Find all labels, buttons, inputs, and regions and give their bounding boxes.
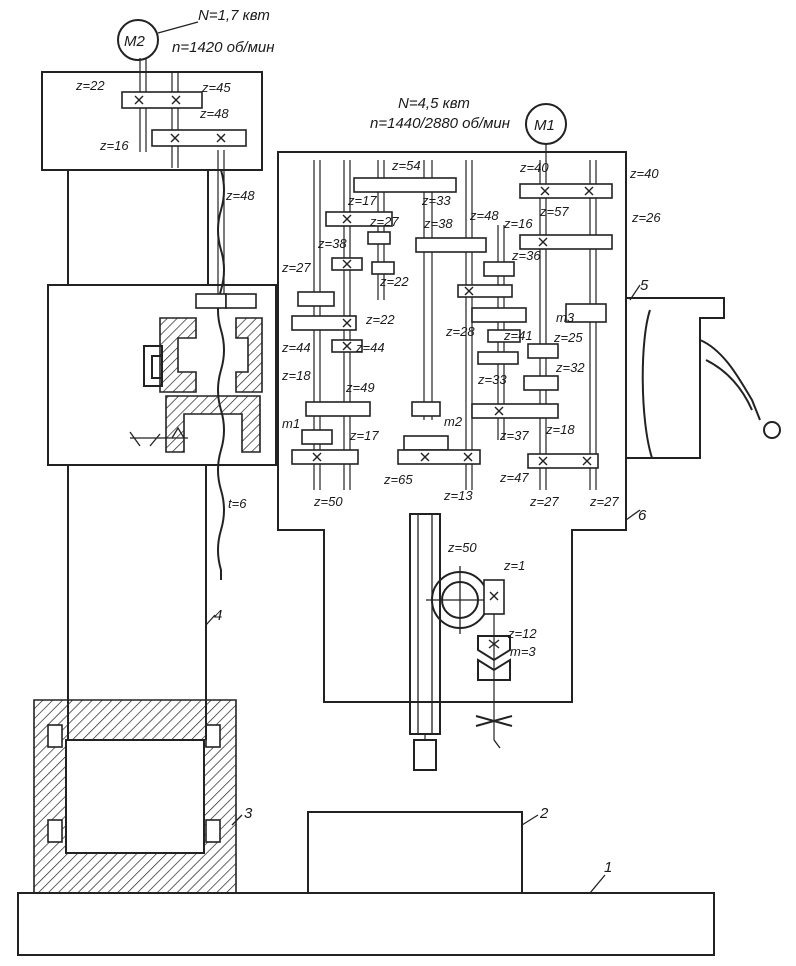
gear-label: z=27 <box>529 494 559 509</box>
motor-m2-speed: n=1420 об/мин <box>172 39 274 56</box>
gear-label: z=48 <box>199 106 229 121</box>
motor-m1-speed: n=1440/2880 об/мин <box>370 115 510 132</box>
motor-m2-label: M2 <box>124 33 145 50</box>
work-table <box>307 811 539 894</box>
gear-label: z=25 <box>553 330 583 345</box>
motor-m1: M1 N=4,5 квт n=1440/2880 об/мин <box>370 95 567 162</box>
gear-label: z=13 <box>443 488 473 503</box>
carriage <box>47 284 277 466</box>
gear-label: z=49 <box>345 380 375 395</box>
gear-label: z=50 <box>447 540 477 555</box>
main-gearbox-housing <box>277 151 641 703</box>
gear-label: z=38 <box>423 216 453 231</box>
gear-label: z=27 <box>281 260 311 275</box>
gear-label: z=44 <box>355 340 385 355</box>
spindle-assembly: z=50 z=1 z=12 m=3 <box>409 513 537 771</box>
part-number-4: 4 <box>214 607 222 624</box>
gear-label: z=33 <box>477 372 507 387</box>
part-number-3: 3 <box>244 805 253 822</box>
motor-m1-label: M1 <box>534 117 555 134</box>
gear-label: z=47 <box>499 470 529 485</box>
gear-label: z=16 <box>99 138 129 153</box>
part-number-1: 1 <box>604 859 612 876</box>
gear-label: z=48 <box>225 188 255 203</box>
gearbox-labels: z=54 z=40 z=17 z=33 z=40 z=48 z=27 z=38 … <box>225 158 661 509</box>
gear-label: z=17 <box>347 193 377 208</box>
motor-m2-power: N=1,7 квт <box>198 7 270 24</box>
gear-label: z=27 <box>369 214 399 229</box>
top-gearbox <box>41 58 263 300</box>
gear-label: m2 <box>444 414 463 429</box>
gear-label: z=12 <box>507 626 537 641</box>
gear-label: z=41 <box>503 328 533 343</box>
gear-label: z=48 <box>469 208 499 223</box>
gear-label: z=40 <box>629 166 659 181</box>
part-number-5: 5 <box>640 277 649 294</box>
gear-label: z=22 <box>365 312 395 327</box>
gear-label: z=22 <box>75 78 105 93</box>
gear-label: z=16 <box>503 216 533 231</box>
column-base <box>33 699 243 894</box>
gear-label: z=28 <box>445 324 475 339</box>
part-number-6: 6 <box>638 507 647 524</box>
gear-label: z=40 <box>519 160 549 175</box>
gear-label: z=1 <box>503 558 525 573</box>
side-housing <box>626 284 781 459</box>
gear-label: z=45 <box>201 80 231 95</box>
gear-label: z=37 <box>499 428 529 443</box>
gear-label: z=38 <box>317 236 347 251</box>
gear-label: z=18 <box>545 422 575 437</box>
gear-label: z=54 <box>391 158 421 173</box>
gearbox-gears <box>291 177 613 469</box>
gear-label: m=3 <box>510 644 536 659</box>
gear-label: z=65 <box>383 472 413 487</box>
gear-label: z=32 <box>555 360 585 375</box>
part-number-2: 2 <box>539 805 549 822</box>
motor-m1-power: N=4,5 квт <box>398 95 470 112</box>
gear-label: z=18 <box>281 368 311 383</box>
gear-label: z=44 <box>281 340 311 355</box>
gear-label: z=26 <box>631 210 661 225</box>
gear-label: z=50 <box>313 494 343 509</box>
column <box>67 170 216 740</box>
gear-label: z=33 <box>421 193 451 208</box>
gear-label: z=22 <box>379 274 409 289</box>
gear-label: z=27 <box>589 494 619 509</box>
gear-label: z=36 <box>511 248 541 263</box>
lead-screw: t=6 <box>217 169 247 580</box>
screw-pitch-label: t=6 <box>228 496 247 511</box>
gear-label: m1 <box>282 416 300 431</box>
gear-label: z=57 <box>539 204 569 219</box>
motor-m2: M2 N=1,7 квт n=1420 об/мин <box>117 7 274 61</box>
gear-label: m3 <box>556 310 575 325</box>
gear-label: z=17 <box>349 428 379 443</box>
